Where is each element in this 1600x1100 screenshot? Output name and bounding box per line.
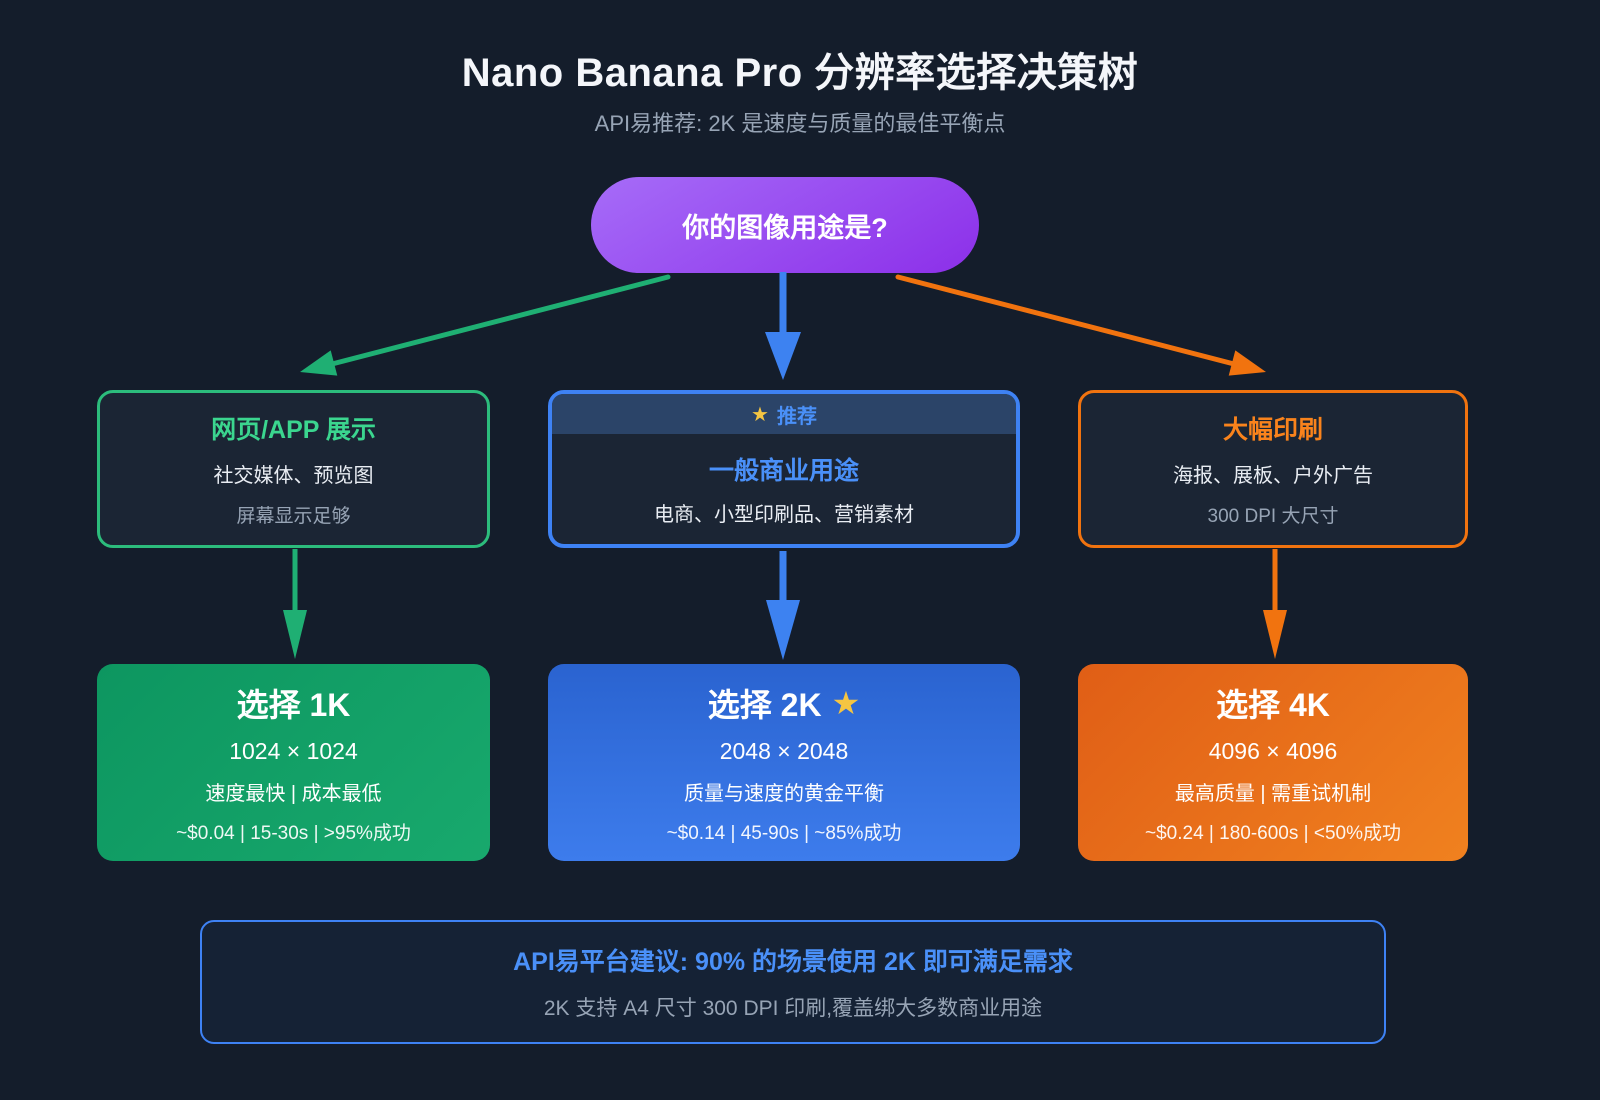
- category-line2: 300 DPI 大尺寸: [1207, 506, 1339, 527]
- result-stats: ~$0.24 | 180-600s | <50%成功: [1145, 823, 1401, 844]
- star-icon: ★: [831, 685, 861, 721]
- result-card-4k: 选择 4K 4096 × 4096 最高质量 | 需重试机制 ~$0.24 | …: [1078, 664, 1468, 861]
- root-question-node: 你的图像用途是?: [591, 177, 979, 273]
- result-title-text: 选择 2K: [707, 687, 822, 723]
- star-icon: ★: [751, 403, 769, 426]
- page-subtitle: API易推荐: 2K 是速度与质量的最佳平衡点: [594, 111, 1006, 136]
- arrow-root-to-print: [895, 274, 1266, 376]
- result-resolution: 4096 × 4096: [1208, 738, 1338, 764]
- result-benefit: 速度最快 | 成本最低: [205, 783, 382, 805]
- category-title: 一般商业用途: [708, 457, 859, 485]
- category-box-print: 大幅印刷 海报、展板、户外广告 300 DPI 大尺寸: [1078, 390, 1468, 548]
- category-title: 大幅印刷: [1222, 416, 1323, 444]
- category-line1: 社交媒体、预览图: [213, 465, 374, 487]
- root-question-label: 你的图像用途是?: [682, 212, 888, 243]
- result-card-2k: 选择 2K ★ 2048 × 2048 质量与速度的黄金平衡 ~$0.14 | …: [548, 664, 1020, 861]
- category-box-web: 网页/APP 展示 社交媒体、预览图 屏幕显示足够: [97, 390, 490, 548]
- result-stats: ~$0.14 | 45-90s | ~85%成功: [666, 823, 902, 844]
- page-title: Nano Banana Pro 分辨率选择决策树: [461, 51, 1139, 95]
- recommended-label: 推荐: [776, 405, 817, 428]
- recommended-ribbon: ★ 推荐: [552, 394, 1016, 434]
- recommendation-title: API易平台建议: 90% 的场景使用 2K 即可满足需求: [513, 948, 1073, 976]
- category-title: 网页/APP 展示: [211, 416, 376, 444]
- result-benefit: 最高质量 | 需重试机制: [1174, 783, 1372, 805]
- arrow-root-to-commercial: [765, 272, 801, 380]
- result-title: 选择 4K: [1216, 680, 1330, 726]
- arrow-print-to-4k: [1263, 549, 1287, 659]
- result-title-text: 选择 4K: [1216, 687, 1330, 723]
- result-benefit: 质量与速度的黄金平衡: [684, 783, 884, 805]
- platform-recommendation-box: API易平台建议: 90% 的场景使用 2K 即可满足需求 2K 支持 A4 尺…: [200, 920, 1386, 1044]
- result-title: 选择 2K ★: [708, 680, 861, 726]
- arrow-web-to-1k: [283, 549, 307, 659]
- category-line1: 电商、小型印刷品、营销素材: [654, 504, 914, 526]
- category-line2: 屏幕显示足够: [236, 506, 351, 527]
- arrow-commercial-to-2k: [766, 551, 800, 660]
- category-line1: 海报、展板、户外广告: [1173, 465, 1373, 487]
- result-resolution: 1024 × 1024: [229, 738, 358, 764]
- category-box-commercial: ★ 推荐 一般商业用途 电商、小型印刷品、营销素材: [548, 390, 1020, 548]
- result-title: 选择 1K: [237, 680, 351, 726]
- result-card-1k: 选择 1K 1024 × 1024 速度最快 | 成本最低 ~$0.04 | 1…: [97, 664, 490, 861]
- result-stats: ~$0.04 | 15-30s | >95%成功: [176, 823, 411, 844]
- arrow-root-to-web: [300, 274, 671, 376]
- recommendation-subtitle: 2K 支持 A4 尺寸 300 DPI 印刷,覆盖绑大多数商业用途: [543, 997, 1043, 1020]
- result-resolution: 2048 × 2048: [719, 738, 849, 764]
- result-title-text: 选择 1K: [236, 687, 351, 723]
